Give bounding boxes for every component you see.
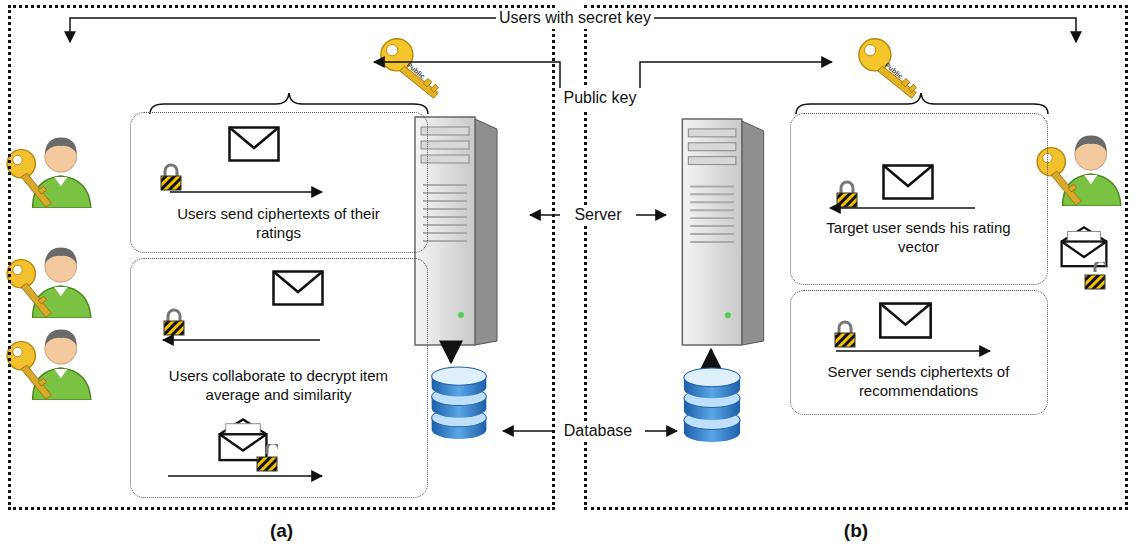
envelope [880,304,930,338]
key-inscription: Public [876,54,912,87]
message-arrow [168,475,322,477]
key-label: Public key [561,88,640,109]
step-text: Target user sends his rating vector [806,219,1031,257]
lock [164,310,184,335]
step-text: Users collaborate to decrypt item averag… [144,367,414,405]
user-icon [7,247,91,318]
lock [161,165,181,190]
leader-line [530,214,560,216]
message-arrow [163,339,320,341]
public-key-icon [859,39,917,98]
step-text: Users send ciphertexts of their ratings [154,205,404,243]
step-box: Server sends ciphertexts of recommendati… [790,290,1048,415]
envelope [884,166,933,199]
lock [837,182,857,207]
step-text: Server sends ciphertexts of recommendati… [811,363,1026,401]
leader-line [503,430,552,432]
component-label: Server [571,205,624,226]
open-lock [1085,261,1107,289]
open-lock [257,443,279,471]
leader-line [645,430,677,432]
brace [150,93,428,114]
envelope [274,272,323,305]
message-arrow [170,191,322,193]
message-arrow [836,350,990,352]
brace [796,93,1048,114]
leader-line [640,62,832,88]
step-box: Target user sends his rating vector [790,113,1048,285]
scenario-panel: (a)Users send ciphertexts of their ratin… [8,5,555,510]
envelope [230,128,279,161]
leader-line [636,214,666,216]
lock [835,322,855,347]
leader-line [374,62,560,88]
panel-caption: (b) [587,519,1125,543]
database-icon [432,367,487,439]
leader-line [70,18,515,42]
group-label: Users with secret key [496,8,654,29]
panel-caption: (a) [11,519,552,543]
database-icon [684,368,740,442]
step-box: Users collaborate to decrypt item averag… [130,258,428,498]
open-envelope [220,419,267,460]
leader-line [635,18,1076,42]
user-icon [7,137,91,208]
store-arrow [450,347,453,362]
key-inscription: Public [398,54,434,87]
component-label: Database [561,421,636,442]
open-envelope [1062,227,1107,266]
server-icon [682,119,763,345]
message-arrow [830,207,975,209]
fetch-arrow [710,350,713,364]
public-key-icon [381,39,439,98]
user-icon [7,329,91,400]
user-icon [1037,135,1121,206]
scenario-panel: (b)Target user sends his rating vectorSe… [584,5,1128,510]
step-box: Users send ciphertexts of their ratings [130,112,428,253]
